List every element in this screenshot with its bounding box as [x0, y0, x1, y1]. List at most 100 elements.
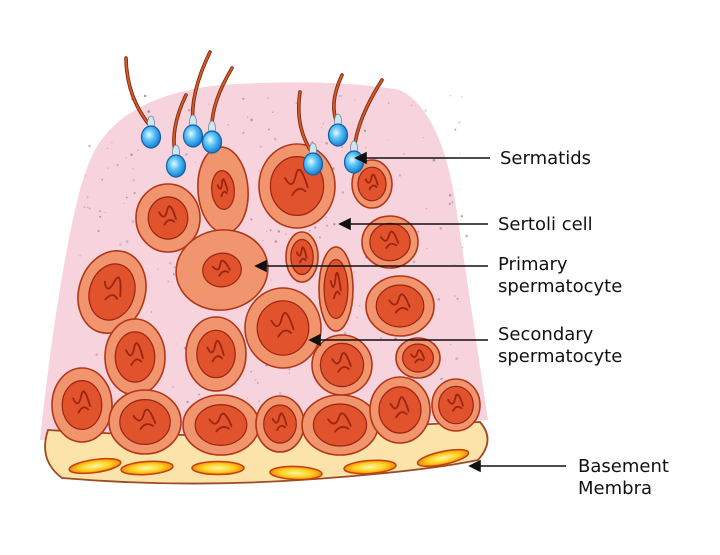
speckle — [86, 206, 89, 208]
speckle — [448, 202, 452, 205]
speckle — [133, 191, 136, 195]
speckle — [387, 139, 389, 141]
speckle — [428, 282, 430, 284]
speckle — [130, 153, 133, 156]
speckle — [109, 385, 111, 387]
speckle — [454, 295, 456, 297]
speckle — [168, 261, 172, 265]
speckle — [259, 145, 262, 148]
speckle — [459, 152, 461, 155]
speckle — [410, 104, 412, 106]
speckle — [338, 95, 341, 97]
speckle — [101, 178, 104, 181]
speckle — [321, 127, 323, 129]
cell-icon — [175, 229, 269, 311]
cell-icon — [108, 389, 182, 455]
speckle — [387, 102, 390, 105]
speckle — [460, 215, 463, 218]
speckle — [277, 230, 281, 233]
speckle — [250, 370, 253, 373]
speckle — [422, 137, 425, 139]
speckle — [99, 210, 101, 212]
speckle — [325, 216, 327, 219]
speckle — [183, 410, 185, 412]
speckle — [157, 268, 159, 270]
speckle — [84, 175, 86, 177]
speckle — [458, 188, 460, 190]
speckle — [288, 367, 291, 371]
sperm-icon — [124, 56, 162, 149]
speckle — [145, 106, 147, 108]
speckle — [227, 123, 230, 126]
speckle — [247, 116, 249, 118]
label-secondary-spermatocyte-1: Secondary — [498, 324, 594, 345]
membrane-nucleus — [343, 459, 397, 475]
speckle — [172, 385, 175, 388]
speckle — [132, 179, 135, 182]
speckle — [273, 137, 277, 141]
speckle — [265, 231, 267, 233]
cell-icon — [135, 183, 201, 253]
cell-icon — [361, 215, 419, 269]
speckle — [309, 229, 311, 232]
pointer-lines — [254, 151, 566, 473]
speckle — [412, 260, 416, 263]
speckle — [208, 103, 210, 105]
speckle — [175, 343, 177, 345]
speckle — [187, 109, 191, 112]
speckle — [111, 141, 113, 144]
arrowhead-primary — [254, 259, 267, 273]
arrowhead-sertoli — [338, 217, 351, 231]
speckle — [333, 223, 336, 226]
speckle — [288, 372, 291, 375]
arrowhead-secondary — [308, 333, 321, 347]
speckle — [363, 129, 367, 132]
spermatids-layer — [124, 50, 384, 178]
speckle — [439, 226, 442, 230]
cell-icon — [244, 287, 322, 369]
speckle — [465, 234, 469, 238]
speckle — [343, 332, 347, 335]
membrane-nucleus — [68, 457, 122, 475]
speckle — [99, 215, 102, 218]
speckle — [167, 280, 170, 283]
sperm-icon — [182, 50, 212, 148]
speckle — [256, 381, 259, 384]
cells-layer — [51, 143, 481, 456]
cell-icon — [255, 395, 305, 453]
speckle — [437, 298, 441, 301]
speckle — [267, 97, 269, 99]
arrowhead-basement — [468, 459, 481, 473]
label-secondary-spermatocyte-2: spermatocyte — [498, 346, 622, 367]
speckle — [246, 398, 249, 400]
cell-icon — [395, 337, 441, 379]
speckle — [454, 128, 457, 131]
cell-icon — [318, 246, 354, 332]
sperm-icon — [296, 90, 324, 176]
speckle — [262, 239, 264, 242]
cell-icon — [185, 316, 247, 392]
speckle — [295, 102, 298, 104]
speckle — [285, 233, 287, 235]
cell-icon — [104, 318, 166, 396]
speckle — [194, 162, 196, 164]
speckle — [186, 400, 189, 404]
speckle — [458, 121, 461, 124]
speckle — [402, 153, 405, 155]
speckle — [125, 196, 128, 199]
label-spermatids: Sermatids — [500, 148, 591, 169]
cell-icon — [77, 249, 147, 335]
speckle — [314, 226, 317, 229]
cell-icon — [51, 367, 113, 443]
speckle — [86, 196, 89, 199]
speckle — [440, 377, 443, 381]
speckle — [88, 144, 91, 148]
speckle — [116, 163, 119, 167]
speckle — [354, 271, 356, 273]
speckle — [449, 94, 452, 97]
speckle — [173, 266, 176, 269]
speckle — [278, 392, 282, 395]
speckle — [107, 167, 109, 169]
speckle — [132, 167, 134, 170]
